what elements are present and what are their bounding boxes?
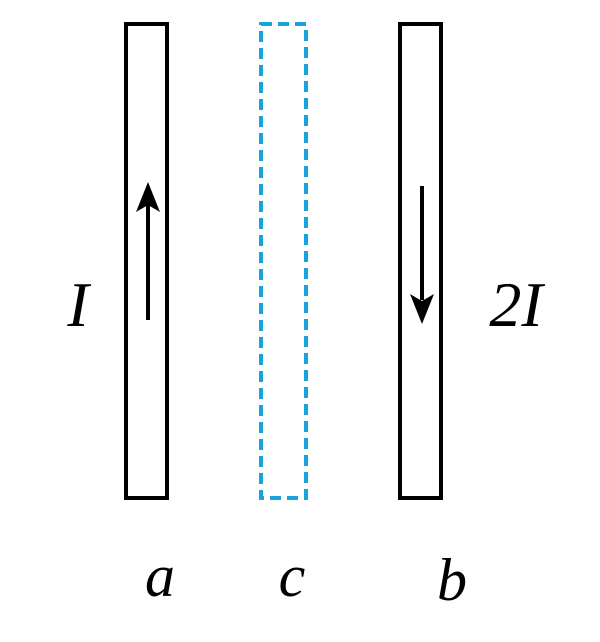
current-label-a: I — [66, 269, 91, 340]
wire-label-b: b — [437, 547, 467, 613]
wire-c-dashed — [259, 22, 308, 500]
wire-label-c: c — [279, 543, 306, 609]
up-arrow-icon — [136, 182, 160, 212]
wire-a — [124, 22, 169, 500]
wire-b — [398, 22, 443, 500]
wire-label-a: a — [145, 543, 175, 609]
current-label-b: 2I — [489, 269, 545, 340]
down-arrow-icon — [410, 294, 434, 324]
